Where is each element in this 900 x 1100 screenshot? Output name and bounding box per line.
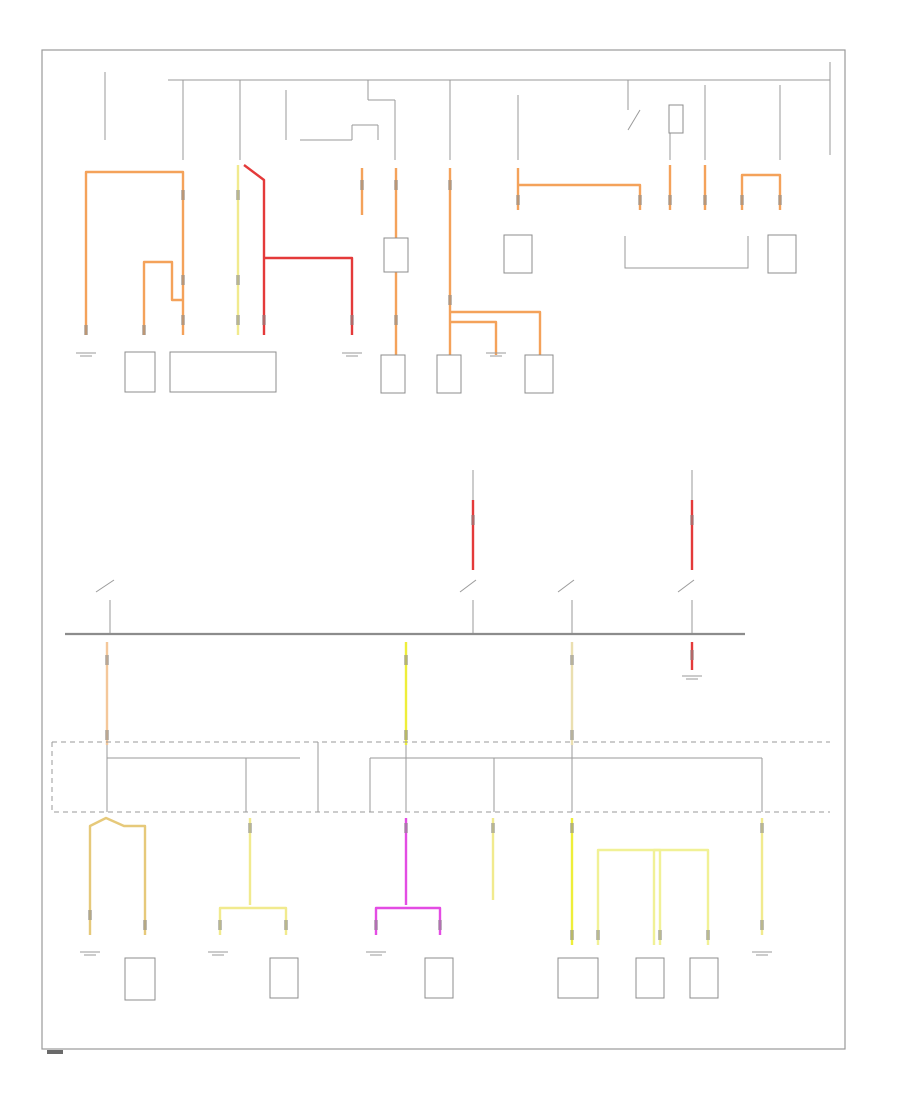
module-bottom-1 [124,957,156,1001]
connector-pin [706,930,710,940]
connector-pin [570,823,574,833]
bottom-components [124,957,719,1001]
top-components [124,234,797,394]
connector-pin [516,195,520,205]
wire-tan-left [88,816,147,935]
module-e [524,354,554,394]
connector-pin [262,315,266,325]
connector-pin [284,920,288,930]
connector-pin [88,910,92,920]
connector-pin [218,920,222,930]
connector-pin [570,930,574,940]
module-bottom-3 [424,957,454,999]
connector-pin [394,315,398,325]
connector-pin [84,325,88,335]
wire-orange-left [84,170,185,335]
connector-pin [740,195,744,205]
module-bottom-6 [689,957,719,999]
connector-pin [105,730,109,740]
bottom-grounds [80,951,772,956]
connector-pin [181,190,185,200]
module-b [169,351,277,393]
connector-pin [570,655,574,665]
connector-pin [236,315,240,325]
middle-section [65,470,745,745]
module-c [380,354,406,394]
diagram-frame [41,49,846,1050]
connector-pin [248,823,252,833]
connector-pin [760,920,764,930]
connector-pin [448,180,452,190]
connector-pin [703,195,707,205]
connector-pin [143,920,147,930]
connector-pin [404,655,408,665]
connector-pin [668,195,672,205]
connector-pin [690,515,694,525]
connector-pin [596,930,600,940]
module-bottom-4 [557,957,599,999]
fuse-box-frame [51,741,830,813]
connector-pin [350,315,354,325]
module-bottom-5 [635,957,665,999]
wire-red-branch [264,256,354,335]
connector-pin [570,730,574,740]
connector-pin [374,920,378,930]
connector-pin [142,325,146,335]
top-section [76,62,831,394]
page-marker [47,1050,63,1054]
wire-orange-short [142,260,183,335]
module-d [436,354,462,394]
wire-red [243,164,266,335]
connector-pin [404,823,408,833]
relay-box [383,237,409,273]
connector-pin [181,315,185,325]
top-grounds [76,352,506,357]
connector-pin [105,655,109,665]
connector-pins [84,180,782,940]
connector-pin [438,920,442,930]
switch-row [95,579,695,634]
connector-pin [236,275,240,285]
module-bottom-2 [269,957,299,999]
connector-pin [690,650,694,660]
connector-pin [448,295,452,305]
connector-pin [394,180,398,190]
connector-pin [638,195,642,205]
connector-pin [181,275,185,285]
module-a [124,351,156,393]
module-f [503,234,533,274]
bottom-section [51,741,830,1001]
connector-pin [778,195,782,205]
module-g [767,234,797,274]
connector-pin [471,515,475,525]
connector-pin [404,730,408,740]
connector-pin [360,180,364,190]
connector-pin [658,930,662,940]
connector-pin [236,190,240,200]
module-h-bracket [624,236,749,269]
connector-pin [760,823,764,833]
connector-pin [491,823,495,833]
